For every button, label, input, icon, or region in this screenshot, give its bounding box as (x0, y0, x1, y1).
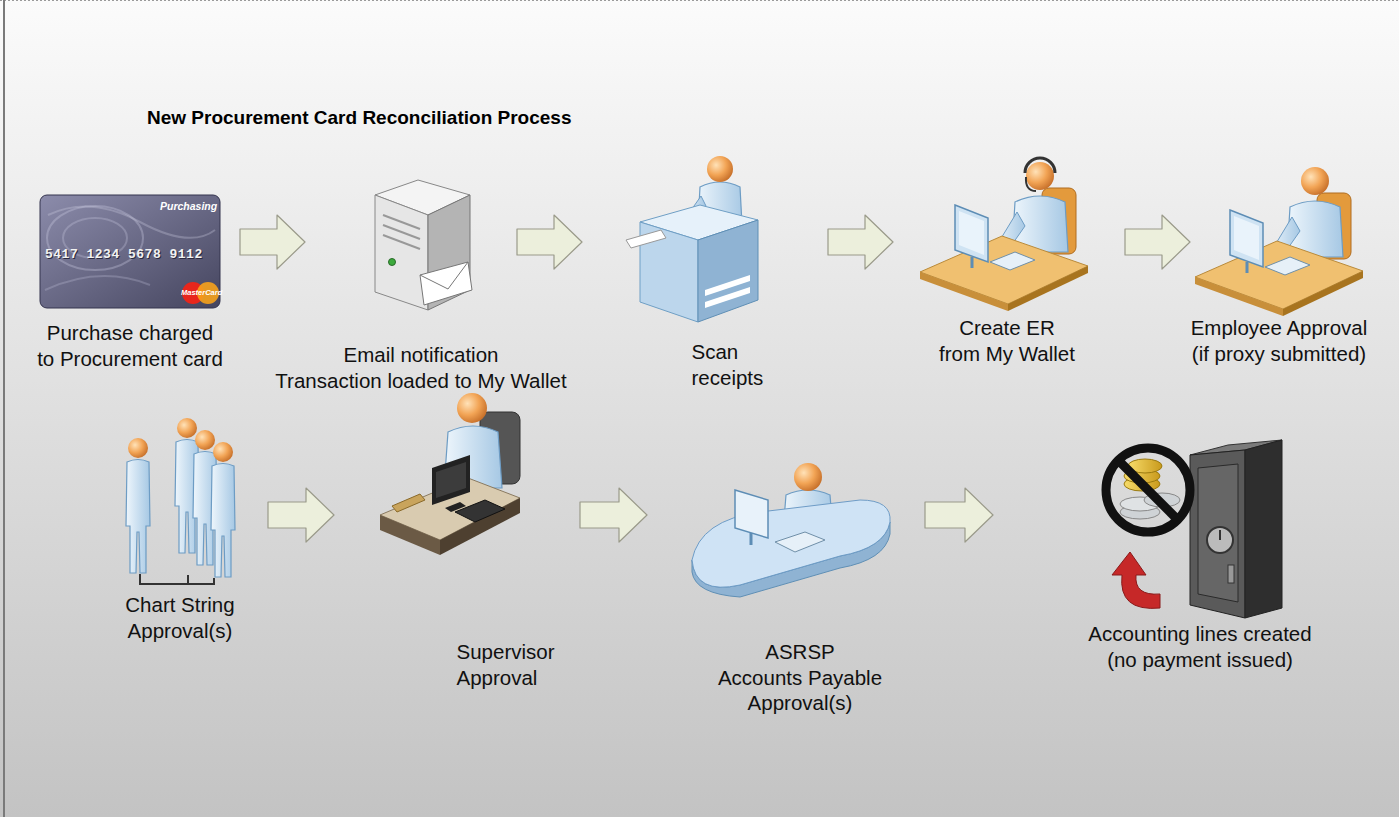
process-step: Chart String Approval(s) (100, 455, 268, 575)
accounts-payable-desk-icon (750, 533, 753, 545)
supervisor-desk-icon (457, 393, 487, 423)
process-step: Email notificationTransaction loaded to … (305, 182, 517, 302)
no-payment-safe-icon (1219, 530, 1221, 540)
server-icon (389, 259, 396, 266)
caption-text: Email notification (343, 342, 500, 368)
server-icon (375, 180, 472, 310)
desk-headset-icon (1025, 158, 1055, 173)
step-caption: ASRSPAccounts Payable Approval(s) (717, 639, 884, 716)
card-text: MasterCard (181, 288, 222, 297)
desk-headset-icon (920, 158, 1088, 311)
process-step: Create ER from My Wallet (893, 182, 1125, 302)
no-payment-safe-icon (1106, 440, 1282, 618)
no-payment-safe-icon (1245, 440, 1282, 618)
caption-text: Supervisor Approval (457, 639, 470, 690)
flow-arrow (1125, 215, 1190, 269)
step-caption: Chart String Approval(s) (124, 592, 236, 643)
flow-arrow (268, 488, 334, 542)
no-payment-safe-icon (1112, 552, 1160, 608)
chart-string-people-icon (140, 574, 214, 584)
desk-employee-icon (1195, 167, 1363, 316)
desk-headset-icon (920, 162, 1088, 311)
caption-text: Transaction loaded to My Wallet (274, 368, 568, 394)
procurement-card-icon (45, 276, 150, 290)
server-icon (420, 262, 472, 305)
caption-text: ASRSP (764, 639, 836, 665)
flow-arrow (517, 215, 582, 269)
caption-text: Create ER from My Wallet (938, 315, 1077, 366)
step-caption: Employee Approval (if proxy submitted) (1190, 315, 1369, 366)
server-icon (375, 195, 428, 310)
scanner-person-icon (626, 230, 666, 248)
step-caption: Purchase charged to Procurement card (36, 320, 225, 371)
supervisor-desk-icon (436, 462, 466, 498)
card-text: 5417 1234 5678 9112 (45, 247, 203, 262)
supervisor-desk-icon (380, 393, 520, 555)
accounts-payable-desk-icon (735, 490, 768, 538)
process-step: Accounting lines created (no payment iss… (993, 455, 1300, 575)
flow-arrow (240, 215, 305, 269)
flow-arrow (580, 488, 647, 542)
server-icon (383, 235, 420, 249)
frame-line (3, 0, 5, 817)
supervisor-desk-icon (392, 494, 425, 512)
desk-employee-icon (1195, 167, 1363, 316)
chart-string-people-icon (126, 418, 235, 584)
supervisor-desk-icon (380, 515, 440, 555)
process-step: Scan receipts (582, 182, 828, 302)
no-payment-safe-icon (1118, 460, 1178, 520)
accounts-payable-desk-icon (692, 500, 890, 587)
supervisor-desk-icon (455, 500, 505, 522)
chart-string-people-icon (211, 442, 235, 577)
step-caption: Scan receipts (692, 339, 705, 390)
no-payment-safe-icon (1198, 464, 1238, 602)
caption-text: Scan receipts (692, 339, 705, 390)
server-icon (420, 262, 468, 289)
process-step: Supervisor Approval (334, 455, 580, 575)
no-payment-safe-icon (1190, 450, 1245, 618)
caption-text: Accounts Payable Approval(s) (717, 665, 884, 716)
caption-text: Purchase charged to Procurement card (36, 320, 225, 371)
scanner-person-icon (705, 287, 750, 308)
flow-arrow (828, 215, 893, 269)
process-step: ASRSPAccounts Payable Approval(s) (647, 455, 925, 575)
scanner-person-icon (707, 156, 733, 182)
caption-text: Chart String Approval(s) (124, 592, 236, 643)
chart-string-people-icon (126, 438, 150, 573)
accounts-payable-desk-icon (775, 532, 825, 552)
frame-line (0, 0, 1399, 1)
card-text: Purchasing (160, 200, 217, 212)
step-caption: Supervisor Approval (457, 639, 470, 690)
supervisor-desk-icon (440, 498, 520, 555)
step-caption: Accounting lines created (no payment iss… (1087, 621, 1313, 672)
step-caption: Email notificationTransaction loaded to … (274, 342, 568, 393)
process-step: Employee Approval (if proxy submitted) (1190, 182, 1385, 302)
no-payment-safe-icon (1106, 448, 1190, 532)
accounts-payable-desk-icon (692, 463, 890, 597)
supervisor-desk-icon (432, 455, 470, 505)
caption-text: Employee Approval (if proxy submitted) (1190, 315, 1369, 366)
accounts-payable-desk-icon (794, 463, 822, 491)
diagram-title: New Procurement Card Reconciliation Proc… (147, 107, 571, 129)
scanner-person-icon (698, 220, 758, 322)
caption-text: Accounting lines created (no payment iss… (1087, 621, 1313, 672)
flow-arrow (925, 488, 993, 542)
step-caption: Create ER from My Wallet (938, 315, 1077, 366)
no-payment-safe-icon (1228, 565, 1234, 583)
scanner-person-icon (626, 156, 758, 322)
desk-headset-icon (1026, 177, 1036, 191)
no-payment-safe-icon (1207, 527, 1233, 553)
